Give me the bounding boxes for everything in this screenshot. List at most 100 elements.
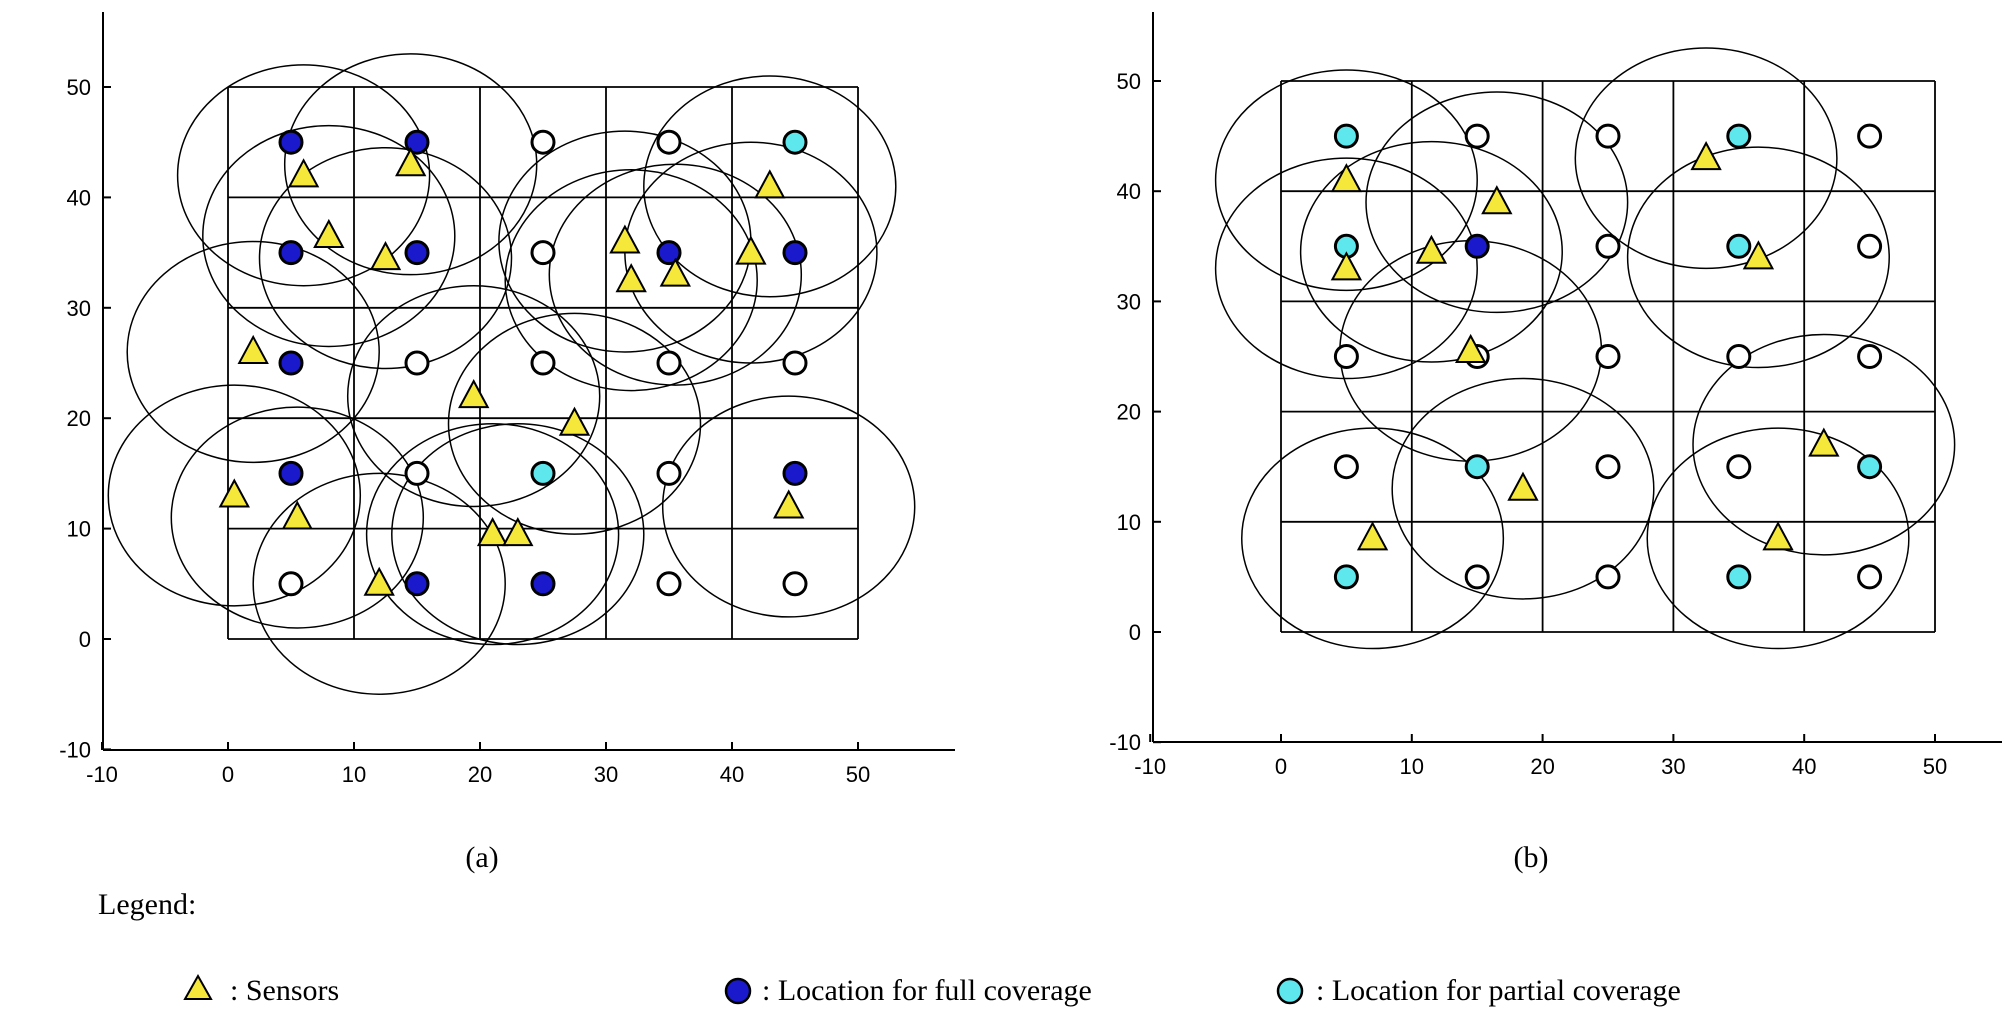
y-tick-label: -10 xyxy=(1109,730,1141,755)
x-tick-label: 10 xyxy=(1400,754,1424,779)
location-empty-marker xyxy=(530,129,556,155)
y-tick-label: -10 xyxy=(59,737,91,762)
sensor-triangle-marker xyxy=(502,517,534,547)
sensor-triangle-marker xyxy=(218,478,250,508)
location-partial-marker xyxy=(1726,564,1752,590)
sensor-range-circle xyxy=(1214,69,1478,292)
sensor-range-circle xyxy=(365,422,620,646)
location-partial-marker xyxy=(1726,233,1752,259)
location-empty-marker xyxy=(1595,564,1621,590)
sensor-range-circle xyxy=(643,75,897,298)
location-full-marker xyxy=(656,240,682,266)
sensor-triangle-marker xyxy=(754,169,786,199)
sensor-triangle-marker xyxy=(1454,333,1487,363)
location-full-marker xyxy=(278,350,304,376)
location-empty-marker xyxy=(782,571,808,597)
location-empty-marker xyxy=(782,350,808,376)
location-full-marker xyxy=(530,571,556,597)
location-empty-marker xyxy=(1464,123,1490,149)
location-full-marker xyxy=(278,129,304,155)
location-empty-marker xyxy=(1333,344,1359,369)
location-empty-marker xyxy=(1595,123,1621,149)
sensor-triangle-marker xyxy=(1507,471,1539,501)
sensor-range-circle xyxy=(346,284,601,508)
y-tick-label: 20 xyxy=(1117,400,1141,425)
sensor-triangle-marker xyxy=(363,566,395,596)
sensor-range-circle xyxy=(252,472,506,695)
location-full-marker xyxy=(1464,233,1490,259)
location-partial-marker xyxy=(530,460,556,486)
sensor-range-circle xyxy=(1241,427,1505,650)
location-empty-marker xyxy=(1857,123,1883,149)
sensor-triangle-marker xyxy=(1808,427,1840,457)
location-empty-marker xyxy=(1595,233,1621,259)
sensor-triangle-marker xyxy=(1742,240,1775,270)
sensor-range-circle xyxy=(258,146,513,370)
caption-b: (b) xyxy=(1514,841,1549,874)
y-tick-label: 50 xyxy=(67,75,91,100)
location-partial-marker xyxy=(1726,123,1752,149)
location-empty-marker xyxy=(1726,454,1752,480)
sensor-range-circle xyxy=(1626,146,1890,369)
x-tick-label: 50 xyxy=(1923,754,1947,779)
y-tick-label: 0 xyxy=(79,627,91,652)
location-empty-marker xyxy=(1595,454,1621,480)
x-tick-label: 30 xyxy=(1661,754,1685,779)
x-tick-label: -10 xyxy=(1134,754,1166,779)
legend-partial-circle-icon xyxy=(1276,977,1304,1005)
x-tick-label: 10 xyxy=(342,762,366,787)
sensor-triangle-marker xyxy=(773,489,805,519)
sensor-range-circle xyxy=(1299,140,1563,363)
y-tick-label: 10 xyxy=(1117,510,1141,535)
sensor-range-circle xyxy=(202,124,456,348)
sensor-triangle-marker xyxy=(369,241,402,271)
location-partial-marker xyxy=(782,129,808,155)
sensor-triangle-marker xyxy=(1415,234,1448,264)
location-partial-marker xyxy=(1857,454,1883,480)
location-empty-marker xyxy=(1857,344,1883,369)
y-tick-label: 40 xyxy=(1117,179,1141,204)
location-empty-marker xyxy=(1333,454,1359,480)
location-empty-marker xyxy=(404,460,430,486)
location-full-marker xyxy=(782,460,808,486)
y-tick-label: 20 xyxy=(67,406,91,431)
legend: Legend: : Sensors : Location for full co… xyxy=(98,888,1681,1007)
sensor-triangle-marker xyxy=(237,334,269,364)
x-tick-label: -10 xyxy=(86,762,118,787)
sensor-triangle-marker xyxy=(659,257,691,287)
y-tick-label: 30 xyxy=(67,296,91,321)
y-tick-label: 30 xyxy=(1117,289,1141,314)
location-empty-marker xyxy=(530,240,556,266)
sensor-range-circle xyxy=(176,64,431,287)
sensor-triangle-marker xyxy=(558,406,591,436)
sensor-range-circle xyxy=(504,169,758,392)
legend-title: Legend: xyxy=(98,888,196,921)
sensor-range-circle xyxy=(1214,157,1478,380)
sensor-range-circle xyxy=(391,422,645,646)
legend-sensor-triangle-icon xyxy=(183,973,213,1000)
location-empty-marker xyxy=(656,350,682,376)
legend-full-circle-icon xyxy=(724,977,752,1005)
sensor-triangle-marker xyxy=(458,379,490,409)
sensor-triangle-marker xyxy=(609,224,641,254)
sensor-range-circle xyxy=(126,240,380,464)
legend-full-label: : Location for full coverage xyxy=(762,974,1092,1007)
location-empty-marker xyxy=(1857,233,1883,259)
sensor-triangle-marker xyxy=(313,218,345,249)
y-tick-label: 10 xyxy=(67,517,91,542)
location-full-marker xyxy=(782,240,808,266)
x-tick-label: 20 xyxy=(468,762,492,787)
location-full-marker xyxy=(404,240,430,266)
location-empty-marker xyxy=(1726,344,1752,369)
sensor-triangle-marker xyxy=(281,500,313,530)
location-empty-marker xyxy=(530,350,556,376)
y-tick-label: 50 xyxy=(1117,69,1141,94)
location-partial-marker xyxy=(1333,123,1359,149)
sensor-range-circle xyxy=(1646,427,1910,650)
x-tick-label: 40 xyxy=(1792,754,1816,779)
location-partial-marker xyxy=(1464,454,1490,480)
location-empty-marker xyxy=(656,129,682,155)
sensor-triangle-marker xyxy=(476,517,509,547)
